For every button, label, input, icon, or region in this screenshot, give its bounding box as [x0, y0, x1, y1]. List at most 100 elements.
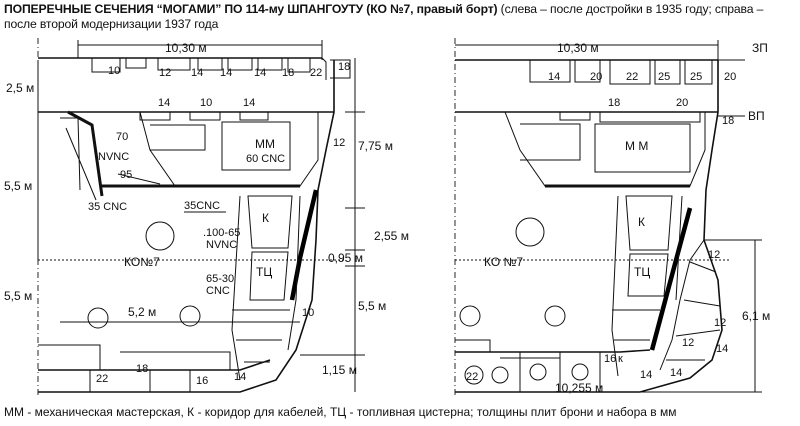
right-bottom-tank-3: [529, 363, 547, 381]
right-top-plate-2: 20: [590, 71, 602, 83]
left-hatch-3: [87, 307, 109, 329]
left-nvnc-100: .100-65: [203, 227, 240, 239]
left-inner-bulkheads: [231, 195, 301, 381]
right-vp-plate-3: 18: [722, 115, 734, 127]
right-bottom-tank-1: [464, 365, 484, 385]
left-second-beams: [139, 112, 269, 121]
left-upper-rooms: [150, 121, 291, 171]
left-top-plate-3: 14: [191, 67, 203, 79]
left-upper-beams: [91, 58, 311, 73]
right-side-12a: 12: [708, 249, 720, 261]
right-compartment-label: КО №7: [484, 255, 523, 269]
right-top-plate-1: 14: [548, 71, 560, 83]
right-belt-armour: [649, 207, 693, 351]
right-top-plate-4: 25: [658, 71, 670, 83]
right-side-14b: 14: [670, 367, 682, 379]
right-side-12c: 12: [682, 337, 694, 349]
title-ship: ПОПЕРЕЧНЫЕ СЕЧЕНИЯ “МОГАМИ”: [4, 2, 222, 16]
right-section: 10,30 м ЗП 14 20 22 25 25 20 ВП 18 20 18…: [454, 38, 770, 396]
left-nvnc-1: NVNC: [98, 151, 129, 163]
right-h-belt: 6,1 м: [742, 309, 770, 323]
right-second-beams: [559, 112, 701, 123]
left-beam-label: 10,30 м: [165, 41, 207, 55]
right-hatch-2: [459, 305, 481, 327]
left-deck-70: 70: [116, 131, 128, 143]
right-k-label: К: [638, 215, 645, 229]
left-section: 10,30 м 10 12 14 14 14 18 22 18 2,5 м 14…: [4, 38, 409, 396]
left-cnc-35b: 35CNC: [184, 200, 220, 212]
left-bottom-frames: [38, 344, 231, 392]
right-inner-frames: [612, 309, 660, 341]
left-h-wl: 0,95 м: [328, 251, 363, 265]
right-bulge-inner: [659, 239, 705, 371]
left-cnc-65b: CNC: [206, 285, 230, 297]
left-top-plate-4: 14: [220, 67, 232, 79]
right-bottom-k: к: [618, 353, 623, 365]
right-top-plate-3: 22: [626, 71, 638, 83]
right-bottom-16: 16: [604, 353, 616, 365]
right-inner-bulkheads: [611, 195, 683, 377]
right-bottom-frames: [455, 339, 601, 392]
title-note: (слева – после достройки в 1935 году; сп…: [4, 2, 764, 31]
right-vp-label: ВП: [748, 109, 765, 123]
left-belt-armour: [289, 189, 319, 301]
left-top-plate-2: 12: [159, 67, 171, 79]
right-top-plate-6: 20: [724, 71, 736, 83]
left-bulwark: [321, 57, 351, 80]
left-h-lower: 5,5 м: [4, 289, 32, 303]
right-side-14a: 14: [716, 343, 728, 355]
right-side-12b: 12: [714, 317, 726, 329]
left-tc-label: ТЦ: [256, 265, 272, 279]
right-vp-plate-2: 20: [676, 97, 688, 109]
right-mm-compartment: [504, 111, 706, 187]
left-k-label: К: [262, 211, 269, 225]
left-hatch-2: [179, 305, 201, 327]
left-bottom-16: 16: [196, 375, 208, 387]
left-slope-bulkhead: [67, 110, 104, 197]
left-second-plate-3: 14: [243, 97, 255, 109]
left-h-keel: 1,15 м: [322, 363, 357, 377]
left-cnc-35a: 35 CNC: [88, 201, 127, 213]
right-bottom-22: 22: [466, 371, 478, 383]
right-beam-label: 10,30 м: [557, 41, 599, 55]
right-zp-label: ЗП: [752, 41, 768, 55]
left-bottom-14: 14: [234, 371, 246, 383]
right-bottom-14: 14: [640, 369, 652, 381]
left-h-belt: 2,55 м: [374, 229, 409, 243]
left-top-plate-5: 14: [254, 67, 266, 79]
left-nvnc-2: NVNC: [206, 239, 237, 251]
left-inner-frames: [232, 309, 290, 363]
right-vp-plate-1: 18: [608, 97, 620, 109]
right-upper-rooms: [520, 123, 691, 173]
left-second-plate-1: 14: [158, 97, 170, 109]
left-bottom-22: 22: [96, 373, 108, 385]
right-top-plate-5: 25: [690, 71, 702, 83]
left-mm-compartment: [139, 111, 319, 187]
right-bottom-width-label: 10,255 м: [555, 381, 603, 395]
left-deck-95-leader: [117, 173, 161, 185]
right-mm-label: М М: [625, 139, 648, 153]
left-cnc-60: 60 CNC: [246, 153, 285, 165]
right-bottom-tank-2: [491, 366, 509, 384]
right-bottom-tank-4: [571, 363, 589, 381]
right-k-tc-outline: [625, 195, 673, 297]
left-half-width-label: 5,2 м: [128, 305, 156, 319]
left-side-12: 12: [333, 137, 345, 149]
legend: ММ - механическая мастерская, К - коридо…: [4, 405, 677, 419]
left-slope-frame: [60, 117, 97, 201]
left-compartment-label: КО№7: [124, 255, 160, 269]
left-b-10: 10: [302, 307, 314, 319]
left-bottom-18: 18: [136, 363, 148, 375]
left-inner-bottom: [38, 359, 271, 371]
right-tc-label: ТЦ: [634, 265, 650, 279]
right-outer-shell: [455, 60, 723, 393]
left-top-plate-7: 22: [310, 67, 322, 79]
right-upper-beams: [529, 60, 713, 85]
page-title: ПОПЕРЕЧНЫЕ СЕЧЕНИЯ “МОГАМИ” ПО 114-му ШП…: [4, 2, 796, 32]
left-second-plate-2: 10: [200, 97, 212, 109]
left-h-top: 2,5 м: [6, 81, 34, 95]
right-bulge-frames: [666, 261, 721, 361]
left-outer-shell: [38, 60, 335, 393]
left-mm-label: ММ: [255, 137, 275, 151]
